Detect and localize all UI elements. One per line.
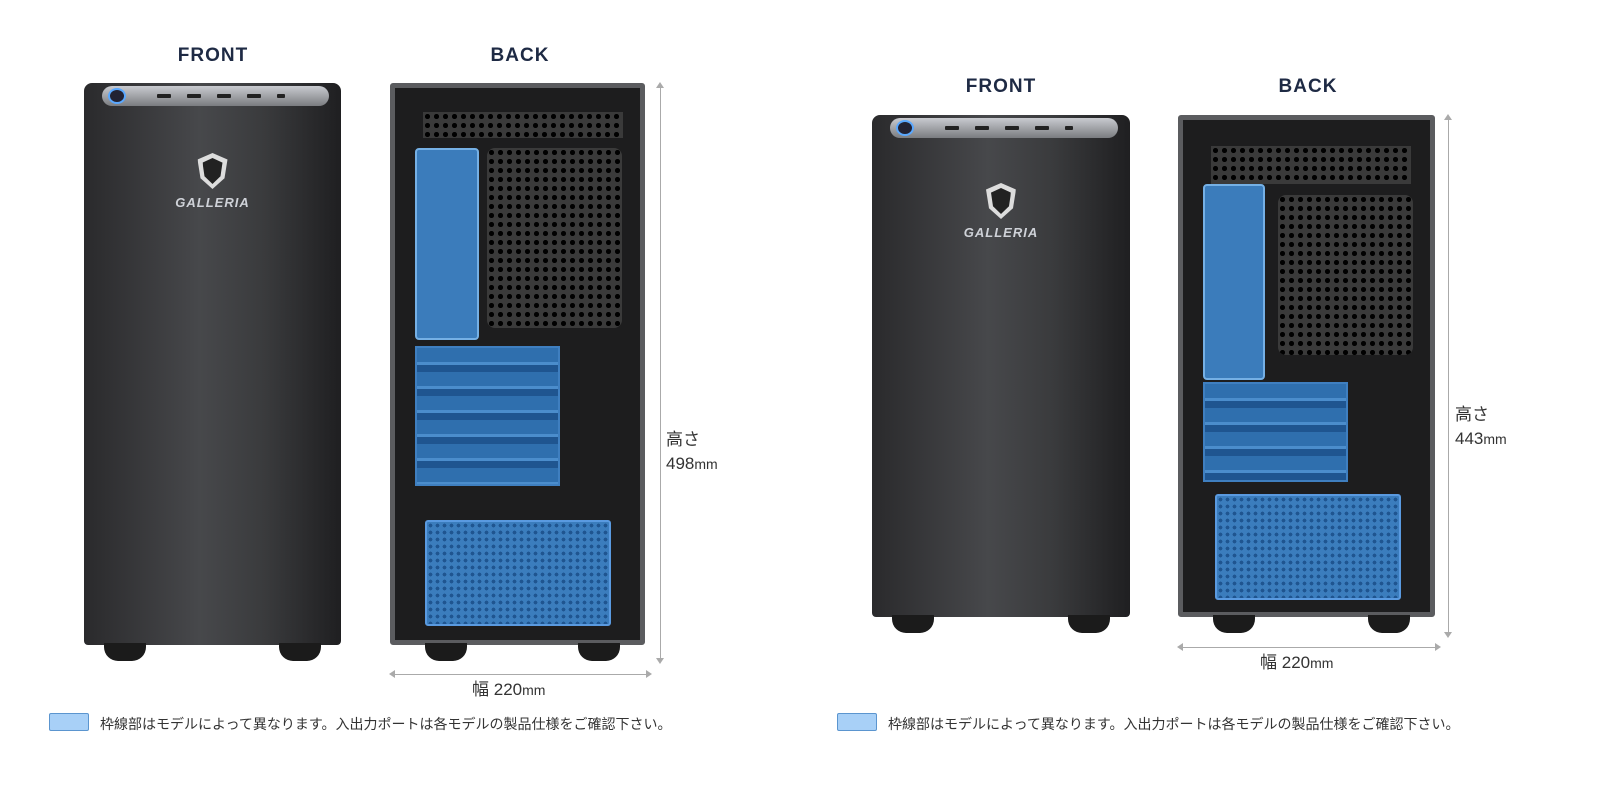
psu-highlight [1215,494,1401,600]
expansion-slots-highlight [1203,382,1348,482]
psu-highlight [425,520,611,626]
width-arrow [389,670,652,678]
shield-logo-icon [197,153,228,189]
width-dimension: 幅 220mm [1260,653,1334,672]
front-io-panel [102,86,329,106]
back-label: BACK [490,45,550,66]
back-label: BACK [1278,76,1338,97]
width-arrow [1177,643,1441,651]
brand-logo: GALLERIA [175,153,249,210]
io-panel-highlight [1203,184,1265,380]
expansion-slots-highlight [415,346,560,486]
power-button-icon [108,88,126,104]
case-front-image: GALLERIA [872,115,1130,633]
case-front-image: GALLERIA [84,83,341,661]
legend-swatch [837,713,877,731]
power-button-icon [896,120,914,136]
legend-note: 枠線部はモデルによって異なります。入出力ポートは各モデルの製品仕様をご確認下さい… [888,716,1460,732]
height-arrow [1444,114,1452,638]
front-label: FRONT [177,45,249,66]
io-panel-highlight [415,148,479,340]
height-arrow [656,82,664,664]
front-label: FRONT [965,76,1037,97]
case-back-image [390,83,645,661]
front-io-panel [890,118,1118,138]
legend-swatch [49,713,89,731]
legend-note: 枠線部はモデルによって異なります。入出力ポートは各モデルの製品仕様をご確認下さい… [100,716,672,732]
case-back-image [1178,115,1435,633]
shield-logo-icon [985,183,1016,219]
brand-logo: GALLERIA [964,183,1038,240]
width-dimension: 幅 220mm [472,680,546,699]
